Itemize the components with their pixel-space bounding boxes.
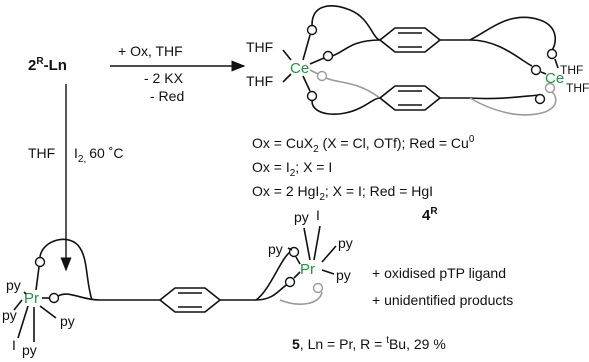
byproduct-2: + unidentified products <box>372 292 513 308</box>
pr-left-metal: Pr <box>24 290 39 307</box>
pr-right-iodide: I <box>316 207 320 223</box>
pr-right-py-left: py <box>268 241 283 257</box>
svg-text:2R-Ln: 2R-Ln <box>28 56 67 74</box>
pr-right-py-top: py <box>294 209 309 225</box>
ce-left-metal: Ce <box>290 60 309 77</box>
ce-right-thf-bottom: THF <box>566 81 589 95</box>
pr-left-iodide: I <box>12 337 16 353</box>
pr-left-py3: py <box>60 313 75 329</box>
condition-1: Ox = CuX2 (X = Cl, OTf); Red = Cu0 <box>252 134 475 155</box>
start-compound-label: 2R-Ln <box>28 56 67 74</box>
pr-left-py2: py <box>2 307 17 323</box>
product-4-label: 4R <box>422 206 438 224</box>
pr-right-py-bottom: py <box>336 267 351 283</box>
conditions-list: Ox = CuX2 (X = Cl, OTf); Red = Cu0 Ox = … <box>252 134 475 224</box>
byproduct-1: + oxidised pTP ligand <box>372 265 506 281</box>
condition-3: Ox = 2 HgI2; X = I; Red = HgI <box>252 183 433 203</box>
arrow-reagent-line1: + Ox, THF <box>118 43 183 59</box>
product-5-structure: Pr py py py py I Pr py I py py <box>2 207 353 358</box>
pr-right-metal: Pr <box>300 261 315 278</box>
ce-left-thf-bottom: THF <box>246 73 273 89</box>
svg-text:5, Ln = Pr, R = tBu, 29 %: 5, Ln = Pr, R = tBu, 29 % <box>292 335 446 352</box>
side-solvent: THF <box>28 145 55 161</box>
product-5-label: 5, Ln = Pr, R = tBu, 29 % <box>292 335 446 352</box>
condition-2: Ox = I2; X = I <box>252 159 332 179</box>
lower-phenylene-ring <box>378 85 442 111</box>
pr-phenylene-ring <box>158 287 222 313</box>
ce-left-thf-top: THF <box>246 39 273 55</box>
ce-right-thf-top: THF <box>560 63 583 77</box>
arrow-reagent-line2: - 2 KX <box>144 70 184 86</box>
arrow-reagent-line3: - Red <box>150 88 184 104</box>
ce-right-metal: Ce <box>545 70 564 87</box>
product-4-structure: THF THF Ce <box>246 5 589 116</box>
pr-left-py1: py <box>6 277 21 293</box>
side-reagent: I2,60 ˚C <box>74 145 123 165</box>
pr-right-py-right: py <box>338 235 353 251</box>
upper-phenylene-ring <box>378 27 442 53</box>
pr-left-py4: py <box>22 342 37 358</box>
